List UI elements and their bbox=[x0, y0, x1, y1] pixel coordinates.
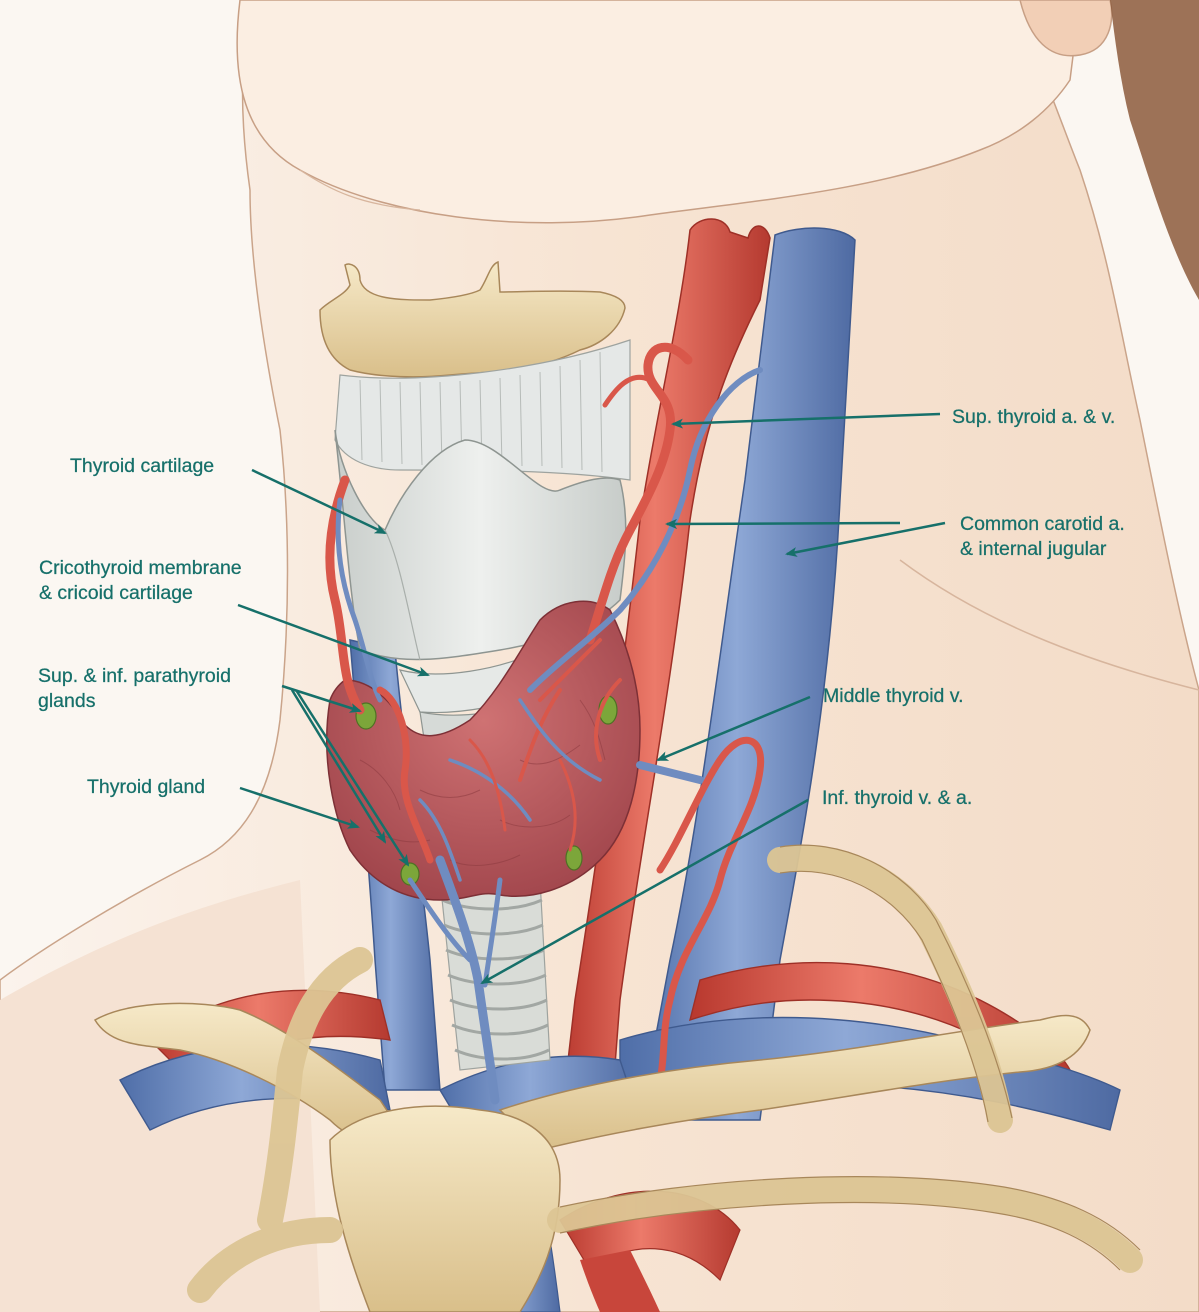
label-thyroid-gland: Thyroid gland bbox=[87, 775, 205, 800]
sup-thyroid-vein bbox=[527, 367, 763, 693]
sup-thyroid-artery bbox=[585, 342, 693, 645]
leader-thyroid-gland bbox=[239, 786, 360, 829]
leader-inf-thyroid bbox=[480, 798, 809, 985]
label-text-line2: & internal jugular bbox=[960, 538, 1107, 560]
label-text-line1: Cricothyroid membrane bbox=[39, 557, 242, 579]
second-rib-right bbox=[547, 1176, 1143, 1273]
label-common-carotid: Common carotid a. & internal jugular bbox=[960, 512, 1125, 562]
leader-parathyroid-2 bbox=[294, 689, 410, 867]
label-cricothyroid: Cricothyroid membrane & cricoid cartilag… bbox=[39, 556, 242, 606]
hyoid-bone bbox=[319, 260, 626, 378]
label-text: Middle thyroid v. bbox=[823, 685, 964, 707]
leader-common-carotid-1 bbox=[665, 518, 901, 529]
second-rib-left bbox=[187, 1217, 343, 1303]
label-text: Thyroid cartilage bbox=[70, 455, 215, 477]
inf-thyroid-vein bbox=[435, 855, 500, 1105]
first-rib-right bbox=[767, 845, 1013, 1133]
ear bbox=[1019, 0, 1113, 57]
label-inf-thyroid: Inf. thyroid v. & a. bbox=[822, 786, 973, 811]
leader-cricothyroid bbox=[237, 603, 430, 677]
label-text: Thyroid gland bbox=[87, 776, 206, 798]
label-text-line2: & cricoid cartilage bbox=[39, 582, 193, 604]
first-rib-left bbox=[257, 947, 373, 1233]
label-thyroid-cartilage: Thyroid cartilage bbox=[70, 454, 214, 479]
leader-parathyroid-3 bbox=[290, 689, 387, 844]
parathyroid-inf-right bbox=[565, 845, 583, 871]
label-text-line1: Sup. & inf. parathyroid bbox=[38, 665, 231, 687]
internal-jugular-vein bbox=[639, 227, 856, 1121]
middle-thyroid-vein bbox=[636, 761, 704, 784]
label-text: Sup. thyroid a. & v. bbox=[952, 406, 1116, 428]
jaw bbox=[236, 0, 1081, 224]
label-middle-thyroid: Middle thyroid v. bbox=[823, 684, 964, 709]
leader-sup-thyroid bbox=[671, 412, 941, 429]
label-text: Inf. thyroid v. & a. bbox=[822, 787, 973, 809]
label-sup-thyroid: Sup. thyroid a. & v. bbox=[952, 405, 1116, 430]
leader-thyroid-cartilage bbox=[251, 468, 387, 535]
parathyroid-inf-left bbox=[400, 862, 420, 886]
leader-common-carotid-2 bbox=[785, 521, 946, 557]
leader-lines bbox=[237, 412, 946, 985]
inf-thyroid-artery bbox=[656, 736, 765, 1084]
sternum bbox=[329, 1105, 561, 1312]
label-text-line1: Common carotid a. bbox=[960, 513, 1125, 535]
label-parathyroid: Sup. & inf. parathyroid glands bbox=[38, 664, 231, 714]
label-text-line2: glands bbox=[38, 690, 96, 712]
leader-parathyroid-1 bbox=[281, 684, 362, 713]
right-clavicle bbox=[498, 1014, 1091, 1151]
leader-middle-thyroid bbox=[656, 695, 811, 762]
thyrohyoid-membrane bbox=[334, 339, 631, 481]
